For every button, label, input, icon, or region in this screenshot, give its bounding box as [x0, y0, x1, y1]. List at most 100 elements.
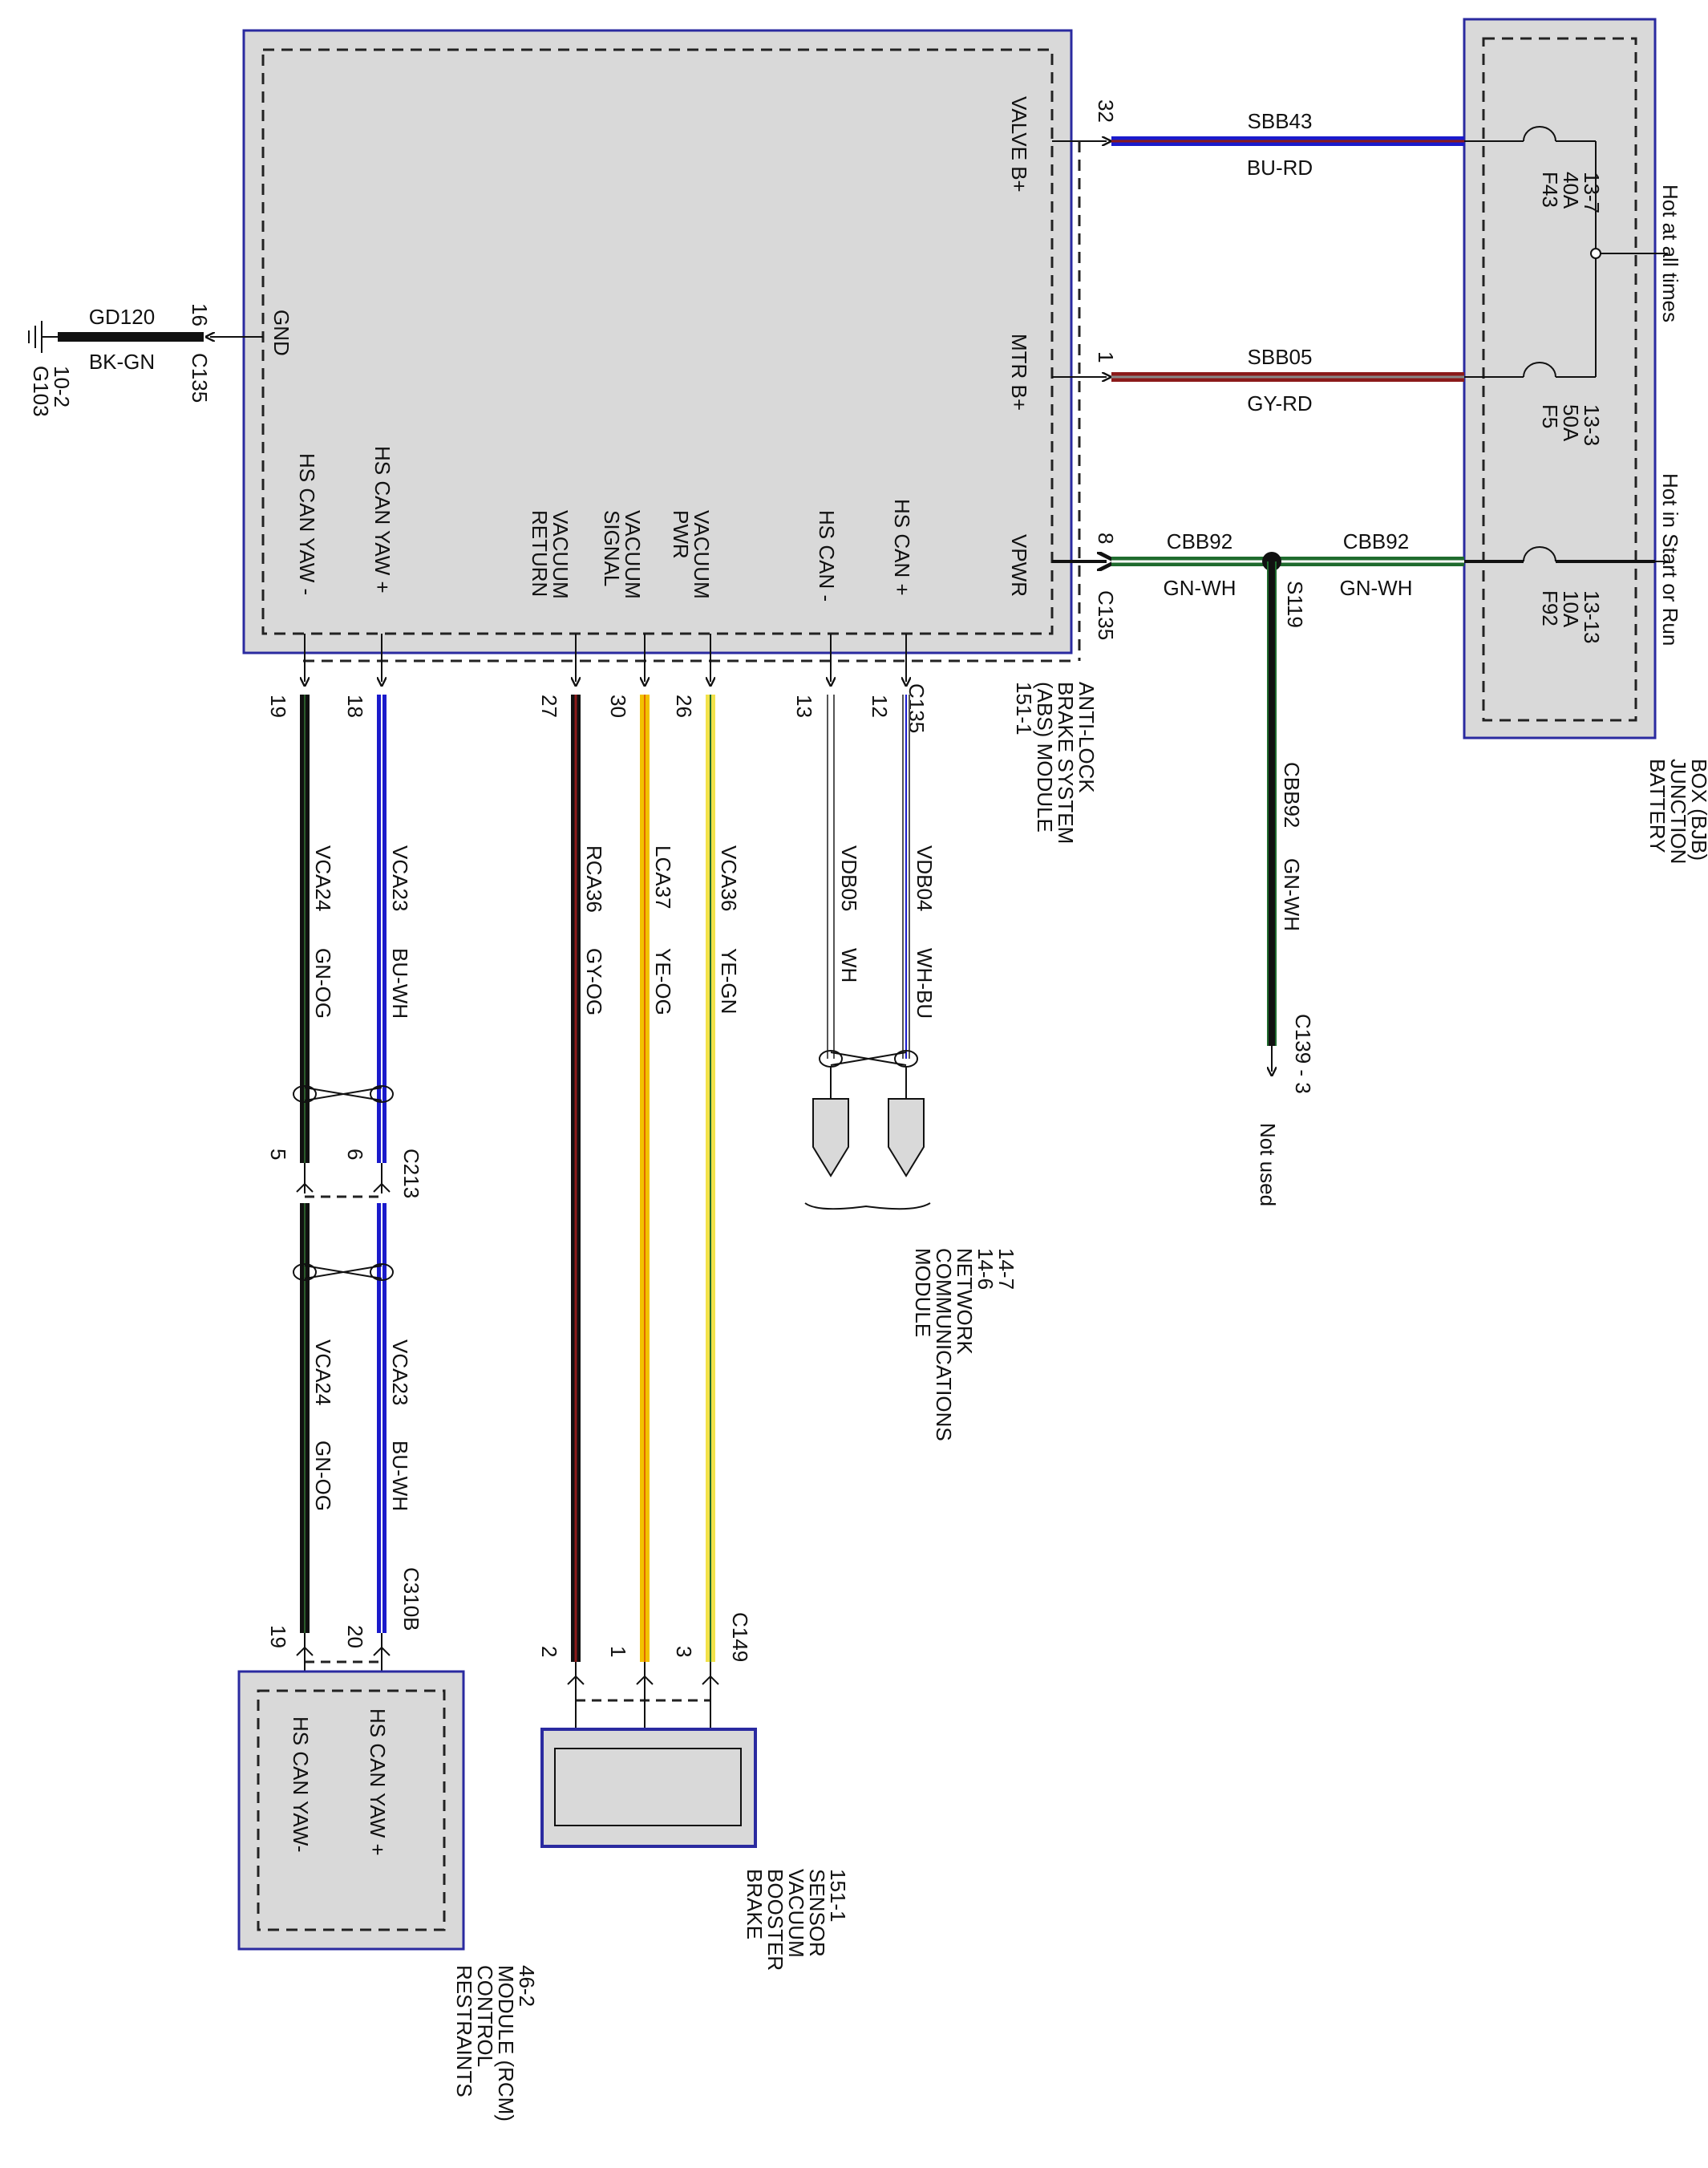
- pin-26: 26: [672, 695, 696, 718]
- c213-vca24-circuit: VCA24: [311, 1339, 335, 1405]
- abs-pin-vacuum-return: VACUUM RETURN: [528, 510, 573, 605]
- valve-circuit: SBB43: [1248, 109, 1313, 133]
- c310b-pin-19: 19: [266, 1625, 290, 1648]
- abs-module-name: ANTI-LOCK BRAKE SYSTEM (ABS) MODULE 151-…: [1012, 682, 1099, 850]
- valve-pin: 32: [1094, 99, 1118, 123]
- abs-pin-valve-b: VALVE B+: [1007, 96, 1031, 192]
- c149-label: C149: [728, 1612, 752, 1662]
- twist-a-right: [370, 1085, 394, 1103]
- branch-not-used: Not used: [1256, 1123, 1280, 1206]
- connector-c213: 5 6 C213 VCA24 GN-OG VCA23 BU-WH: [266, 1149, 423, 1633]
- branch-connector: C139 - 3: [1291, 1014, 1315, 1094]
- ground-circuit: 16 C135 GD120 BK-GN G103 10-2: [28, 303, 263, 423]
- bjb-box: [1463, 18, 1657, 740]
- c213-arrow-5: [296, 1182, 314, 1193]
- c213-label: C213: [399, 1149, 423, 1198]
- vpwr-pin: 8: [1094, 533, 1118, 544]
- fuse-f5-icon: [1523, 362, 1556, 378]
- c310b-label: C310B: [399, 1567, 423, 1631]
- mtr-pin: 1: [1094, 351, 1118, 363]
- fuse-f43-label: F43 40A 13-7: [1538, 172, 1604, 213]
- twist-b-x2: [304, 1265, 382, 1279]
- fuse-f92-icon: [1523, 546, 1556, 562]
- splice-label: S119: [1283, 581, 1307, 628]
- c213-arrow-6: [373, 1182, 391, 1193]
- ground-icon: [28, 321, 58, 353]
- connector-c310b: C310B 19 20: [266, 1567, 423, 1681]
- c213-vca23-color: BU-WH: [388, 1441, 412, 1511]
- twisted-pair-icon: [293, 1263, 394, 1281]
- abs-pin-hs-can-yaw-minus: HS CAN YAW -: [295, 453, 319, 595]
- abs-module-inner-box: [261, 48, 1054, 635]
- right-circuits: 32 SBB43 BU-RD 1 SBB05 GY-RD 8 C135 CBB9…: [1052, 99, 1524, 1206]
- twisted-pair-icon: [293, 1085, 394, 1103]
- abs-pin-mtr-b: MTR B+: [1007, 334, 1031, 411]
- vca23-color: BU-WH: [388, 948, 412, 1019]
- rca36-color: GY-OG: [582, 948, 606, 1015]
- connector-c149: C149 2 1 3: [537, 1612, 752, 1749]
- vca24-color: GN-OG: [311, 948, 335, 1019]
- c149-pin-1: 1: [606, 1646, 630, 1657]
- bjb-name: BATTERY JUNCTION BOX (BJB) 11-1: [1645, 759, 1708, 870]
- c213-vca23-circuit: VCA23: [388, 1339, 412, 1405]
- c213-vca24-color: GN-OG: [311, 1441, 335, 1511]
- gnd-connector: C135: [188, 353, 212, 403]
- battery-junction-box: F43 40A 13-7 F5 50A 13-3 F92 10A 13-13 H…: [1463, 18, 1708, 870]
- vdb04-color: WH-BU: [913, 948, 937, 1019]
- vdb04-circuit: VDB04: [913, 845, 937, 911]
- lca37-color: YE-OG: [651, 948, 675, 1015]
- fuse-f5-label: F5 50A 13-3: [1538, 404, 1604, 446]
- mtr-color: GY-RD: [1247, 391, 1312, 415]
- mtr-circuit: SBB05: [1248, 345, 1313, 369]
- pin-18: 18: [343, 695, 367, 718]
- c213-pin-5: 5: [266, 1149, 290, 1160]
- fuse-f92-label: F92 10A 13-13: [1538, 590, 1604, 644]
- fuse-f43-icon: [1523, 126, 1556, 142]
- rcm-module: HS CAN YAW + HS CAN YAW- RESTRAINTS CONT…: [237, 1670, 539, 2121]
- abs-module-box: [242, 29, 1073, 654]
- abs-pin-hs-can-plus: HS CAN +: [890, 499, 914, 596]
- branch-circuit: CBB92: [1280, 762, 1304, 828]
- rcm-inner-box: [257, 1689, 446, 1931]
- abs-pin-hs-can-minus: HS CAN -: [815, 510, 839, 602]
- lca37-circuit: LCA37: [651, 845, 675, 910]
- vca36-color: YE-GN: [717, 948, 741, 1014]
- network-connector-icon: [888, 1098, 925, 1177]
- abs-module: GND VALVE B+ MTR B+ VPWR HS CAN YAW - HS…: [242, 29, 1099, 850]
- rcm-box: [237, 1670, 465, 1951]
- gnd-color: BK-GN: [89, 350, 155, 374]
- c213-pin-6: 6: [343, 1149, 367, 1160]
- bjb-feed-node: [1590, 248, 1601, 259]
- twist-a-left: [293, 1085, 317, 1103]
- vpwr-color-left: GN-WH: [1164, 576, 1236, 600]
- gnd-ref: G103 10-2: [29, 366, 74, 423]
- abs-pin-vpwr: VPWR: [1007, 534, 1031, 597]
- vpwr-circuit-left: CBB92: [1167, 529, 1232, 553]
- gnd-circuit: GD120: [89, 305, 155, 329]
- bottom-wires: C135 19 18 27 30 26 13 12: [266, 141, 1081, 1662]
- vdb05-color: WH: [837, 948, 861, 983]
- vdb05-circuit: VDB05: [837, 845, 861, 911]
- vpwr-connector: C135: [1094, 590, 1118, 640]
- bjb-hot-in-start-or-run: Hot in Start or Run: [1658, 473, 1682, 646]
- vca23-circuit: VCA23: [388, 845, 412, 911]
- twist-c-x2: [830, 1052, 907, 1066]
- vpwr-circuit-right: CBB92: [1343, 529, 1409, 553]
- gnd-pin: 16: [188, 303, 212, 326]
- sensor-inner-box: [554, 1748, 742, 1826]
- abs-pin-vacuum-pwr: VACUUM PWR: [669, 510, 714, 605]
- abs-pin-gnd: GND: [269, 310, 293, 356]
- bjb-hot-at-all-times: Hot at all times: [1658, 184, 1682, 322]
- c149-pin-2: 2: [537, 1646, 561, 1657]
- branch-color: GN-WH: [1280, 858, 1304, 931]
- twist-b-left: [293, 1263, 317, 1281]
- pin-13: 13: [792, 695, 816, 718]
- valve-color: BU-RD: [1247, 156, 1313, 180]
- abs-pin-hs-can-yaw-plus: HS CAN YAW +: [370, 446, 395, 594]
- pin-27: 27: [537, 695, 561, 718]
- c149-pin-3: 3: [672, 1646, 696, 1657]
- vca36-circuit: VCA36: [717, 845, 741, 911]
- vca24-circuit: VCA24: [311, 845, 335, 911]
- vpwr-color-right: GN-WH: [1340, 576, 1413, 600]
